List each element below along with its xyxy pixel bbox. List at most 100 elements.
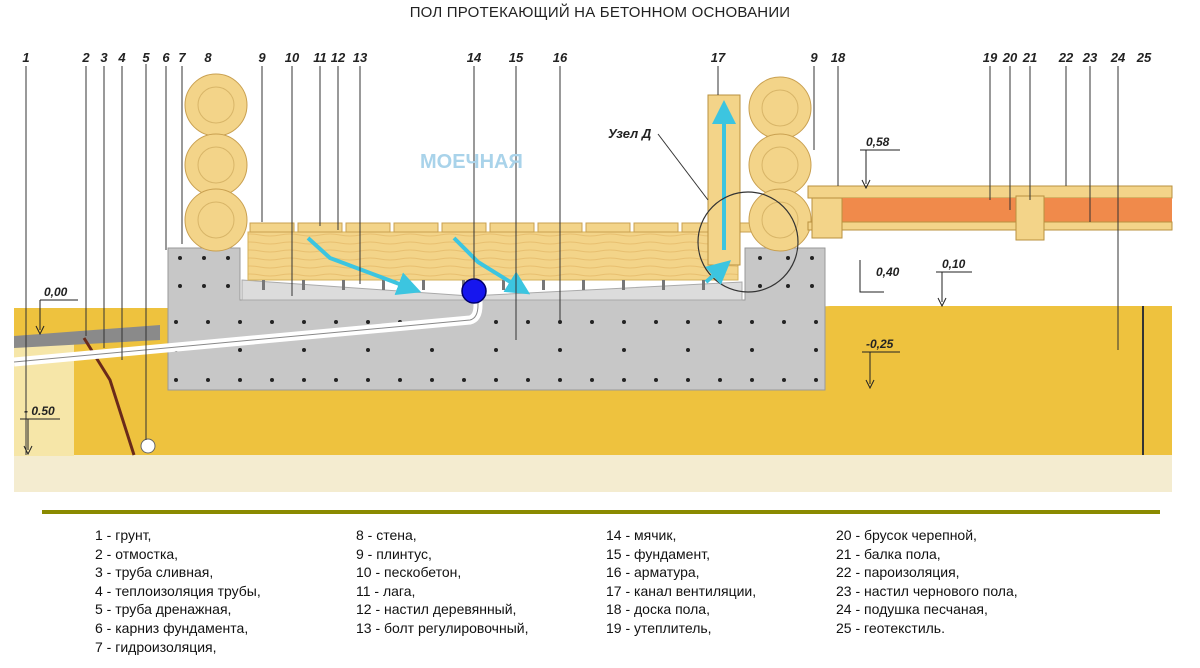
rebar-dot: [758, 256, 762, 260]
legend-column-4: 20 - брусок черепной, 21 - балка пола, 2…: [836, 526, 1018, 638]
part-number-6: 6: [162, 50, 170, 65]
rebar-dot: [750, 378, 754, 382]
rebar-dot: [178, 256, 182, 260]
rebar-dot: [814, 320, 818, 324]
rebar-dot: [590, 320, 594, 324]
rebar-dot: [462, 378, 466, 382]
skull-block: [1015, 195, 1045, 241]
part-number-1: 1: [22, 50, 29, 65]
ball-valve: [461, 278, 487, 304]
bolt: [622, 280, 625, 290]
level-minus-0-25: -0,25: [866, 337, 894, 351]
part-number-3: 3: [100, 50, 108, 65]
rebar-dot: [202, 256, 206, 260]
rebar-dot: [206, 378, 210, 382]
rebar-dot: [654, 320, 658, 324]
legend-column-2: 8 - стена, 9 - плинтус, 10 - пескобетон,…: [356, 526, 528, 638]
rebar-dot: [238, 378, 242, 382]
legend-item: 4 - теплоизоляция трубы,: [95, 582, 261, 599]
node-label: Узел Д: [608, 126, 652, 141]
wall-logs-right: [748, 76, 812, 252]
part-number-5: 5: [142, 50, 150, 65]
rebar-dot: [782, 378, 786, 382]
deck-board: [585, 222, 631, 233]
level-0-10: 0,10: [942, 257, 966, 271]
legend-item: 21 - балка пола,: [836, 545, 941, 562]
deck-boards: [249, 222, 775, 233]
rebar-dot: [810, 256, 814, 260]
part-number-13: 13: [353, 50, 368, 65]
rebar-dot: [750, 320, 754, 324]
rebar-dot: [366, 320, 370, 324]
legend-item: 11 - лага,: [356, 582, 416, 599]
legend-item: 14 - мячик,: [606, 527, 677, 543]
rebar-dot: [758, 284, 762, 288]
rebar-dot: [226, 256, 230, 260]
rebar-dot: [334, 320, 338, 324]
rebar-dot: [526, 320, 530, 324]
part-number-19: 19: [983, 50, 998, 65]
rebar-dot: [430, 348, 434, 352]
legend-item: 7 - гидроизоляция,: [95, 638, 217, 655]
part-number-17: 17: [711, 50, 726, 65]
part-number-15: 15: [509, 50, 524, 65]
rebar-dot: [226, 284, 230, 288]
rebar-dot: [202, 284, 206, 288]
bolt: [342, 280, 345, 290]
flow-arrow-1: [306, 236, 422, 296]
flow-arrow-2: [452, 236, 531, 295]
rebar-dot: [814, 348, 818, 352]
legend-item: 20 - брусок черепной,: [836, 527, 977, 543]
legend-item: 19 - утеплитель,: [606, 619, 712, 636]
drain-pipe-outline: [13, 292, 479, 363]
rebar-dot: [622, 378, 626, 382]
level-marks: 0,00 - 0.50 0,58 0,40 0,10 -0,25: [20, 135, 972, 456]
rebar-dot: [174, 378, 178, 382]
deck-board: [633, 222, 679, 233]
part-number-24: 24: [1110, 50, 1126, 65]
legend-item: 5 - труба дренажная,: [95, 601, 232, 618]
legend-item: 2 - отмостка,: [95, 545, 179, 562]
part-number-11: 11: [313, 50, 327, 65]
legend-item: 16 - арматура,: [606, 564, 700, 581]
rebar-dot: [178, 284, 182, 288]
rebar-dot: [558, 320, 562, 324]
rebar-dot: [238, 348, 242, 352]
legend-item: 25 - геотекстиль.: [836, 619, 945, 636]
legend-item: 9 - плинтус,: [356, 545, 432, 562]
rebar-dot: [302, 378, 306, 382]
rebar-dot: [622, 348, 626, 352]
part-number-7: 7: [178, 50, 186, 65]
rebar-dot: [558, 348, 562, 352]
rebar-dot: [558, 378, 562, 382]
part-number-21: 21: [1022, 50, 1037, 65]
foundation: [167, 247, 826, 391]
insulation: [840, 198, 1172, 222]
part-number-25: 25: [1136, 50, 1152, 65]
part-number-22: 22: [1058, 50, 1074, 65]
part-number-8: 8: [204, 50, 212, 65]
rebar-dot: [718, 320, 722, 324]
drainage-pipe-circle: [140, 438, 156, 454]
rebar-dot: [718, 378, 722, 382]
rebar-dot: [590, 378, 594, 382]
rebar-dot: [782, 320, 786, 324]
rebar-dot: [686, 378, 690, 382]
legend-item: 18 - доска пола,: [606, 601, 710, 618]
level-0-58: 0,58: [866, 135, 890, 149]
legend-item: 6 - карниз фундамента,: [95, 619, 249, 636]
rebar-dot: [494, 320, 498, 324]
bolt: [582, 280, 585, 290]
level-0-40: 0,40: [876, 265, 900, 279]
rebar-dot: [526, 378, 530, 382]
rebar-dot: [494, 378, 498, 382]
legend-column-3: 14 - мячик, 15 - фундамент, 16 - арматур…: [606, 526, 756, 638]
rebar-dot: [238, 320, 242, 324]
wall-logs-left: [184, 73, 248, 252]
legend-item: 22 - пароизоляция,: [836, 564, 960, 581]
bolt: [382, 280, 385, 290]
legend-item: 10 - пескобетон,: [356, 564, 462, 581]
rebar-dot: [814, 378, 818, 382]
legend-divider: [42, 510, 1160, 514]
